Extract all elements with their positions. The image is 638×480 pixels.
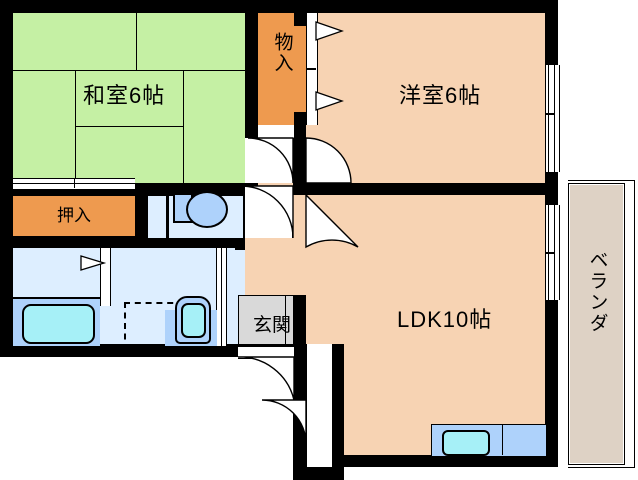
wall-ldk-right-lower <box>545 300 558 467</box>
wall-yoshitsu-right-upper <box>545 13 558 65</box>
label-mono-ire: 物入 <box>271 32 293 74</box>
toilet-bowl-icon <box>186 191 228 228</box>
wall-toilet-inner <box>166 185 169 238</box>
wall-left-outer <box>0 0 13 346</box>
tatami-seam-1 <box>13 70 245 71</box>
wall-ldk-right-upper <box>545 195 558 205</box>
wall-oshiire-right <box>135 183 148 248</box>
wall-toilet-top <box>148 183 245 185</box>
tatami-seam-5 <box>75 126 183 127</box>
door-arc-yoshitsu <box>305 137 352 184</box>
genkan-top-line <box>238 295 294 296</box>
yoshitsu-window-mullion <box>545 113 555 115</box>
bathtub-icon <box>22 304 95 344</box>
label-genkan: 玄関 <box>253 315 292 336</box>
label-yoshitsu: 洋室6帖 <box>399 83 482 108</box>
kitchen-sink-icon <box>442 430 490 456</box>
washroom-hall-door-edge-a <box>216 248 217 346</box>
tatami-seam-4 <box>183 70 184 183</box>
label-ldk: LDK10帖 <box>397 307 493 332</box>
vanity-sink-icon <box>181 303 206 338</box>
oshiire-fill <box>13 188 135 236</box>
door-marker-monoire-b <box>315 91 344 111</box>
veranda-outer-bottom <box>568 467 635 468</box>
veranda-fill <box>570 185 623 463</box>
wall-toilet-bottom <box>148 238 245 248</box>
door-arc-washitsu <box>247 137 294 184</box>
washroom-hall-door-edge-b <box>221 248 222 346</box>
washroom-door[interactable] <box>100 248 111 306</box>
washroom-hall-door-edge-c <box>226 248 227 346</box>
wall-hall-right-upper <box>293 138 306 195</box>
wall-ldk-top <box>306 183 557 195</box>
tatami-seam-2 <box>136 13 137 70</box>
washitsu-door-panel <box>258 125 294 138</box>
mono-ire-fill <box>258 13 306 125</box>
wall-washroom-bottom <box>0 344 306 357</box>
veranda-rail-top <box>568 183 625 184</box>
label-veranda: ベランダ <box>586 250 608 334</box>
bathtub-edge <box>13 297 100 299</box>
washitsu-fill <box>13 13 245 183</box>
wall-genkan-right <box>293 295 306 357</box>
door-arc-genkan-outer <box>237 356 295 401</box>
yoshitsu-window-sash-a <box>548 65 549 172</box>
wall-monoire-top-right <box>294 13 306 26</box>
door-marker-washroom <box>80 255 107 271</box>
wall-washitsu-right <box>245 13 258 125</box>
wall-top-outer <box>13 0 558 13</box>
veranda-outer-top <box>568 180 635 181</box>
genkan-step-line <box>285 295 286 346</box>
label-oshiire: 押入 <box>57 206 91 225</box>
door-arc-toilet <box>240 185 294 239</box>
label-washitsu: 和室6帖 <box>83 83 166 108</box>
wall-entry-right <box>331 344 344 480</box>
wall-yoshitsu-right-lower <box>545 172 558 195</box>
door-marker-monoire-a <box>315 21 344 41</box>
veranda-outer-edge <box>634 180 635 468</box>
wall-ldk-bottom <box>306 455 557 467</box>
wall-hall-stub <box>235 240 245 250</box>
wall-monoire-bot-right <box>294 112 306 125</box>
wall-entry-bottom <box>293 467 344 480</box>
ldk-window-mullion <box>545 252 555 254</box>
veranda-rail-left <box>568 183 569 465</box>
wall-toilet-right <box>243 183 245 248</box>
genkan-left-line <box>238 295 239 346</box>
yoshitsu-fill <box>306 13 557 183</box>
yoshitsu-window-sash-b <box>554 65 555 172</box>
veranda-rail-right <box>624 183 625 465</box>
kitchen-counter-divider <box>502 424 503 455</box>
entry-vestibule <box>306 344 333 467</box>
door-arc-ldk <box>305 193 359 249</box>
wall-oshiire-bottom <box>13 236 148 248</box>
veranda-rail-bottom <box>568 464 625 465</box>
door-arc-genkan-inner <box>261 399 307 445</box>
monoire-door-divider <box>306 68 316 70</box>
oshiire-fusuma-divider <box>74 178 75 188</box>
